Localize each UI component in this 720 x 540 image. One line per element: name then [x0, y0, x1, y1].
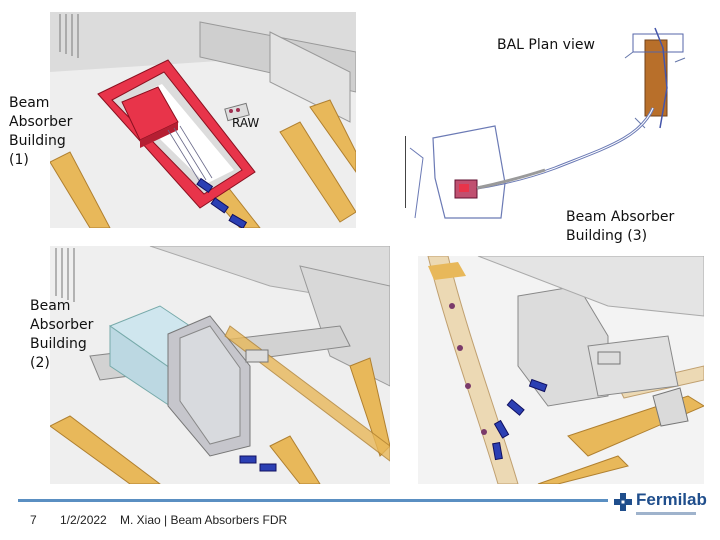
label-building-2-line-3: Building	[30, 336, 87, 352]
footer-date: 1/2/2022	[60, 513, 107, 527]
fermilab-logo-icon	[614, 493, 632, 511]
label-building-1-line-2: Absorber	[9, 114, 73, 130]
label-building-3: Beam Absorber Building (3)	[566, 208, 674, 246]
fermilab-logo-subline	[636, 512, 696, 515]
label-building-1-line-4: (1)	[9, 152, 29, 168]
label-building-3-line-2: Building (3)	[566, 228, 648, 244]
fermilab-logo: Fermilab	[614, 488, 714, 518]
render-plan-view	[405, 18, 695, 230]
label-building-1-line-3: Building	[9, 133, 66, 149]
label-building-2-line-1: Beam	[30, 298, 71, 314]
render-building-1	[50, 12, 356, 228]
footer-credit: M. Xiao | Beam Absorbers FDR	[120, 513, 288, 527]
fermilab-logo-text: Fermilab	[636, 490, 707, 509]
raw-label: RAW	[232, 116, 260, 130]
label-building-2: Beam Absorber Building (2)	[30, 297, 93, 373]
label-building-2-line-2: Absorber	[30, 317, 94, 333]
label-building-3-line-1: Beam Absorber	[566, 209, 675, 225]
label-building-1-line-1: Beam	[9, 95, 50, 111]
page-number: 7	[30, 513, 37, 527]
label-building-2-line-4: (2)	[30, 355, 50, 371]
plan-view-title: BAL Plan view	[497, 37, 595, 53]
footer-divider	[18, 499, 608, 502]
render-building-3	[418, 256, 704, 484]
render-building-2	[50, 246, 390, 484]
label-building-1: Beam Absorber Building (1)	[9, 94, 72, 170]
